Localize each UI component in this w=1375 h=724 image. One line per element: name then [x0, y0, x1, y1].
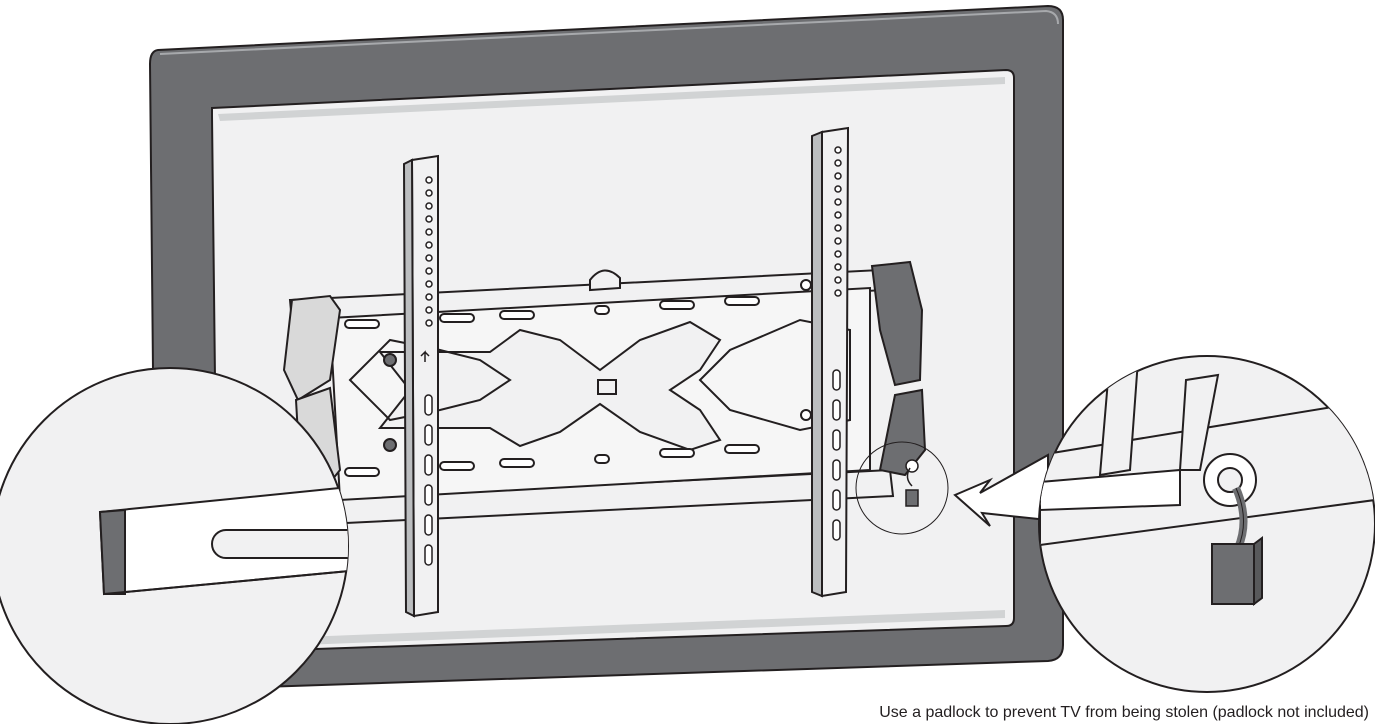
detail-circle-padlock — [1038, 355, 1375, 693]
padlock-icon — [855, 441, 949, 535]
mounting-arm-left — [383, 154, 439, 618]
mounting-arm-right — [800, 126, 850, 598]
caption-text: Use a padlock to prevent TV from being s… — [879, 704, 1369, 721]
wall-plate — [282, 260, 927, 527]
detail-circle-slot — [0, 367, 349, 724]
